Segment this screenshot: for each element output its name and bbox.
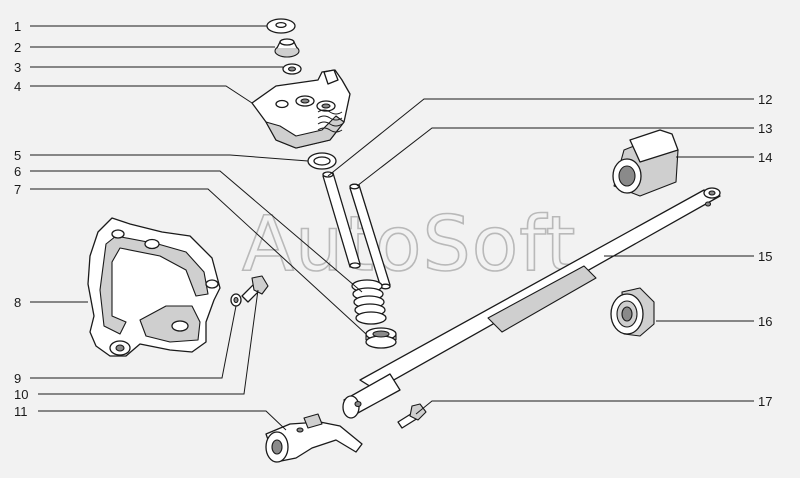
callout-7: 7 <box>14 182 21 197</box>
callout-8: 8 <box>14 295 21 310</box>
part-5-o-ring <box>307 152 337 170</box>
leader-lines <box>30 25 754 431</box>
callout-17: 17 <box>758 394 772 409</box>
callout-13: 13 <box>758 121 772 136</box>
part-4-selector-housing <box>251 69 351 149</box>
callout-labels: 1 2 3 4 5 6 7 8 9 10 11 12 13 14 15 16 1… <box>14 19 772 419</box>
part-13-shaft <box>349 183 391 290</box>
callout-10: 10 <box>14 387 28 402</box>
callout-4: 4 <box>14 79 21 94</box>
part-15-shaft <box>342 187 721 419</box>
part-11-lever <box>265 413 363 463</box>
part-2-seal <box>274 38 300 58</box>
watermark-text: AutoSoft <box>242 199 576 288</box>
part-1-washer <box>266 18 296 34</box>
part-8-frame <box>87 217 221 357</box>
part-9-washer <box>230 293 242 307</box>
callout-3: 3 <box>14 60 21 75</box>
callout-1: 1 <box>14 19 21 34</box>
callout-14: 14 <box>758 150 772 165</box>
callout-15: 15 <box>758 249 772 264</box>
callout-9: 9 <box>14 371 21 386</box>
part-17-screw <box>397 403 427 429</box>
callout-5: 5 <box>14 148 21 163</box>
part-14-bushing <box>612 129 679 197</box>
part-7-spring-seat <box>365 327 397 349</box>
callout-12: 12 <box>758 92 772 107</box>
part-16-bearing <box>610 287 655 337</box>
callout-11: 11 <box>14 404 28 419</box>
callout-2: 2 <box>14 40 21 55</box>
callout-6: 6 <box>14 164 21 179</box>
part-3-washer <box>282 63 302 75</box>
callout-16: 16 <box>758 314 772 329</box>
part-6-spring <box>351 279 387 325</box>
part-10-bolt <box>241 275 269 303</box>
part-12-shaft <box>322 171 361 269</box>
